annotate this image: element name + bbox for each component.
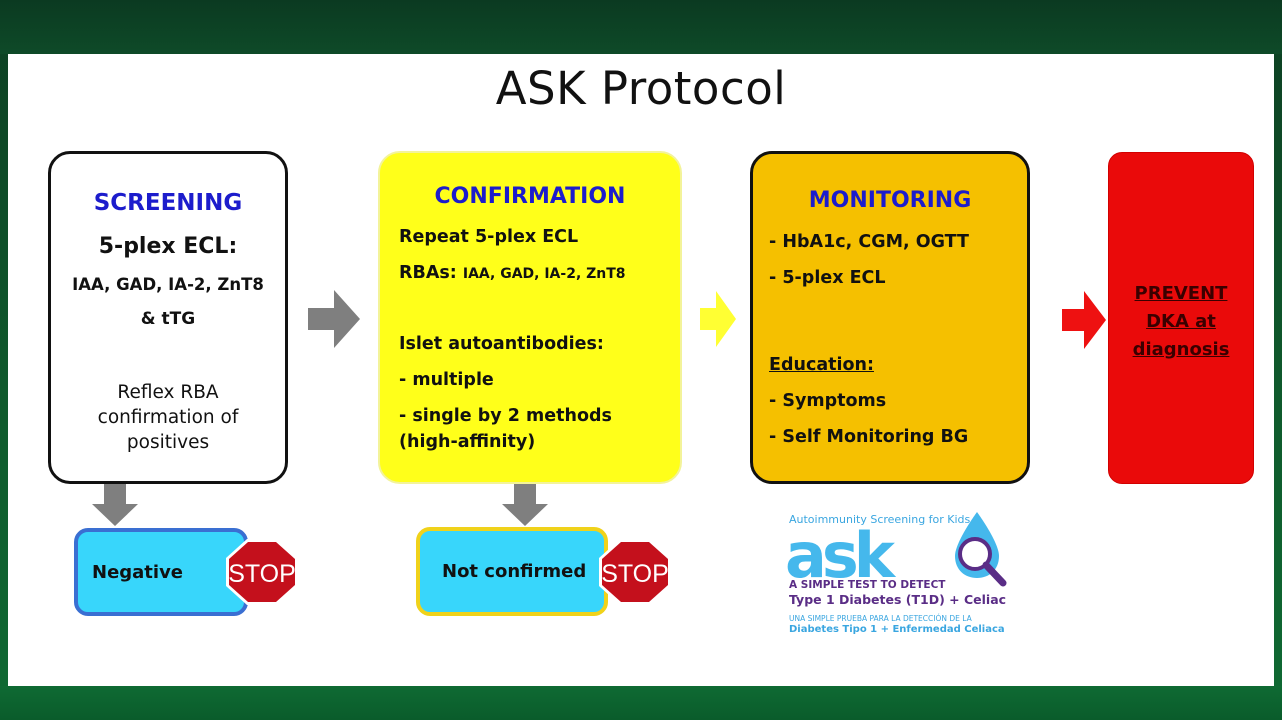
screening-extra: & tTG [140,309,196,329]
logo-tagline: Autoimmunity Screening for Kids [789,513,971,526]
ask-logo: Autoimmunity Screening for Kids ask A SI… [785,510,1025,640]
screening-heading: SCREENING [93,190,243,216]
screening-reflex: Reflex RBA confirmation of positives [97,382,239,453]
logo-ask-word: ask [785,519,895,592]
magnifier-drop-icon [955,512,1007,587]
arrow-right-icon [700,291,736,347]
screening-antibodies: IAA, GAD, IA-2, ZnT8 [72,275,264,294]
screening-test: 5-plex ECL: [98,234,238,259]
confirmation-islet: Islet autoantibodies: [399,334,604,354]
monitoring-tests: - HbA1c, CGM, OGTT [769,232,969,252]
monitoring-self: - Self Monitoring BG [769,427,969,447]
confirmation-heading: CONFIRMATION [434,184,626,209]
slide-title: ASK Protocol [495,62,787,115]
negative-outcome-box: Negative [74,528,248,616]
monitoring-symptoms: - Symptoms [769,391,887,411]
prevent-text: PREVENT DKA at diagnosis [1109,280,1253,364]
confirmation-box: CONFIRMATION Repeat 5-plex ECL RBAs: IAA… [378,151,682,484]
arrow-down-icon [502,484,548,526]
not-confirmed-outcome-box: Not confirmed [416,527,608,616]
prevent-line-1: PREVENT [1134,283,1228,304]
confirmation-affinity: (high-affinity) [399,432,536,452]
prevent-box: PREVENT DKA at diagnosis [1108,152,1254,484]
bottom-frame-band [0,686,1282,720]
rbas-list: IAA, GAD, IA-2, ZnT8 [462,266,626,282]
logo-line-4: Diabetes Tipo 1 + Enfermedad Celiaca [789,624,1005,635]
negative-label: Negative [92,561,184,583]
stop-sign-icon: STOP [599,539,671,605]
prevent-line-2: DKA at [1146,311,1216,332]
arrow-down-icon [92,484,138,526]
logo-line-3: UNA SIMPLE PRUEBA PARA LA DETECCIÓN DE L… [789,614,972,623]
arrow-right-icon [1062,291,1106,349]
confirmation-repeat: Repeat 5-plex ECL [399,227,579,247]
confirmation-rbas: RBAs: IAA, GAD, IA-2, ZnT8 [399,263,626,283]
confirmation-multiple: - multiple [399,370,494,390]
monitoring-box: MONITORING - HbA1c, CGM, OGTT - 5-plex E… [750,151,1030,484]
rbas-label: RBAs: [399,263,457,283]
monitoring-education: Education: [769,355,874,375]
top-frame-band [0,0,1282,54]
stop-sign-icon: STOP [226,539,298,605]
logo-line-1: A SIMPLE TEST TO DETECT [789,579,946,591]
screening-box: SCREENING 5-plex ECL: IAA, GAD, IA-2, Zn… [48,151,288,484]
prevent-line-3: diagnosis [1132,339,1230,360]
arrow-right-icon [308,290,360,348]
logo-line-2: Type 1 Diabetes (T1D) + Celiac [789,592,1007,607]
stop-text: STOP [228,560,296,588]
confirmation-single: - single by 2 methods [399,406,612,426]
monitoring-heading: MONITORING [808,188,972,213]
stop-text: STOP [601,560,669,588]
not-confirmed-label: Not confirmed [442,561,587,582]
monitoring-ecl: - 5-plex ECL [769,268,886,288]
